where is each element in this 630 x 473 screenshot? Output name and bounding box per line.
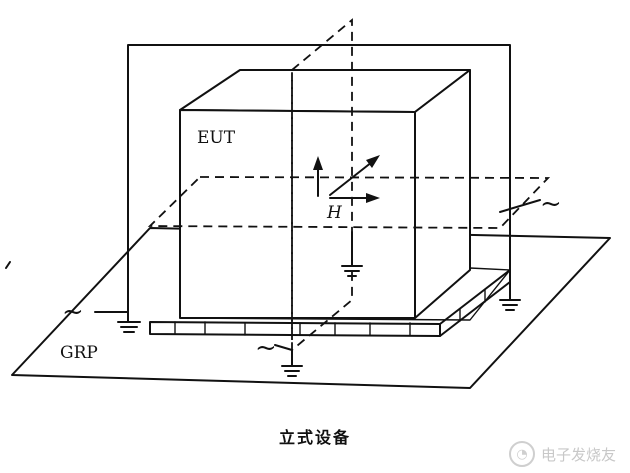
- field-h-label: H: [326, 203, 343, 223]
- grp-label: GRP: [60, 343, 98, 363]
- ac-lead-left: [5, 261, 11, 269]
- ground-symbol-left: [94, 299, 141, 333]
- figure-caption: 立式设备: [278, 428, 351, 447]
- vertical-field-plane: [291, 18, 353, 352]
- ac-symbol-right: ~: [540, 189, 562, 219]
- field-arrows: [313, 155, 380, 203]
- brand-logo-icon: ◔: [508, 441, 535, 467]
- eut-label: EUT: [197, 128, 236, 148]
- ground-symbol-center: [341, 231, 363, 277]
- ac-lead-right: [499, 199, 541, 213]
- watermark-brand: 电子发烧友: [540, 445, 616, 464]
- eut-cabinet: [179, 69, 471, 319]
- ground-symbol-bottom: [281, 349, 303, 377]
- ac-lead-bottom: [274, 344, 293, 351]
- ground-symbol-right: [499, 269, 521, 311]
- ac-symbol-bottom: ~: [255, 333, 277, 363]
- horizontal-field-plane: [147, 176, 551, 229]
- vertical-loop-frame: [127, 44, 511, 301]
- ac-symbol-left: ~: [62, 297, 84, 327]
- watermark: ◔ 电子发烧友: [508, 441, 616, 467]
